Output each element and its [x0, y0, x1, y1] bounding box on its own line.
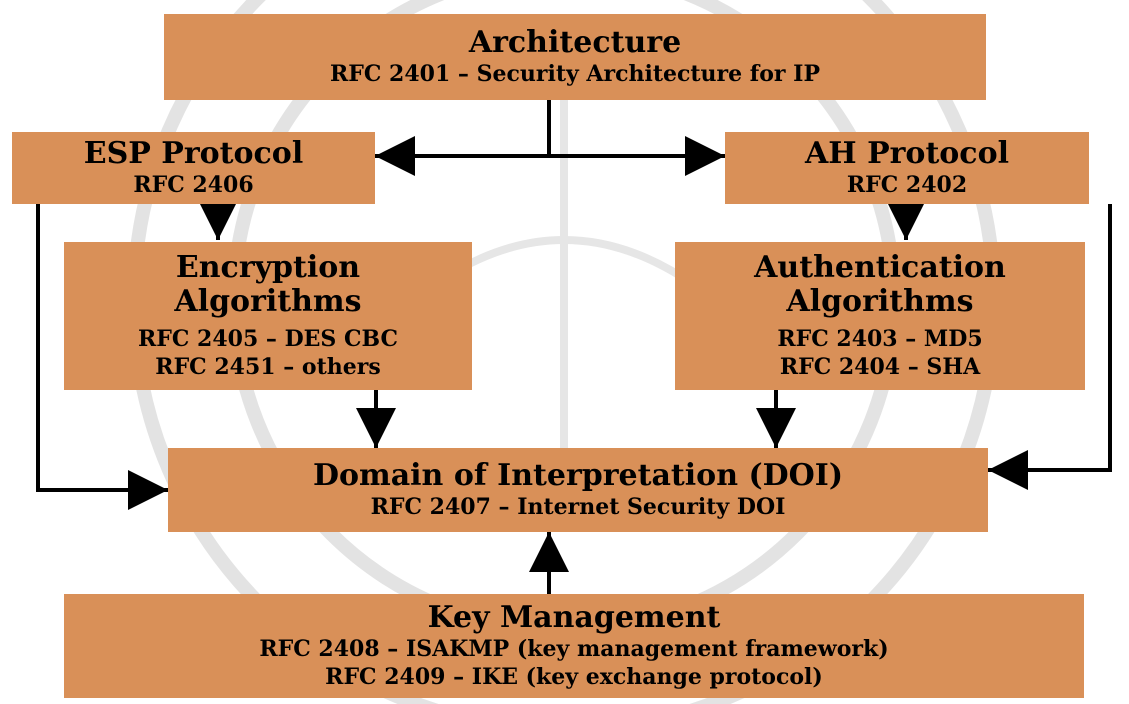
- doi-box: Domain of Interpretation (DOI) RFC 2407 …: [168, 448, 988, 532]
- architecture-title: Architecture: [468, 25, 682, 60]
- encryption-title-line1: Encryption: [175, 250, 361, 285]
- doi-title: Domain of Interpretation (DOI): [312, 458, 844, 493]
- architecture-rfc: RFC 2401 – Security Architecture for IP: [329, 61, 821, 87]
- encryption-rfc-2: RFC 2451 – others: [155, 354, 381, 380]
- encryption-algorithms-box: Encryption Algorithms RFC 2405 – DES CBC…: [64, 242, 472, 390]
- edge-ah-to-doi: [988, 204, 1112, 490]
- ah-protocol-rfc: RFC 2402: [846, 172, 968, 198]
- esp-protocol-box: ESP Protocol RFC 2406: [12, 132, 375, 204]
- edge-esp-to-doi: [36, 204, 168, 510]
- architecture-box: Architecture RFC 2401 – Security Archite…: [164, 14, 986, 100]
- encryption-title-line2: Algorithms: [174, 284, 362, 319]
- doi-rfc: RFC 2407 – Internet Security DOI: [370, 494, 786, 520]
- encryption-rfc-1: RFC 2405 – DES CBC: [137, 326, 399, 352]
- authentication-algorithms-box: Authentication Algorithms RFC 2403 – MD5…: [675, 242, 1085, 390]
- authentication-title-line2: Algorithms: [786, 284, 974, 319]
- key-management-box: Key Management RFC 2408 – ISAKMP (key ma…: [64, 594, 1084, 698]
- key-management-title: Key Management: [427, 600, 721, 635]
- key-management-rfc-1: RFC 2408 – ISAKMP (key management framew…: [259, 636, 889, 662]
- esp-protocol-rfc: RFC 2406: [133, 172, 254, 198]
- authentication-title-line1: Authentication: [754, 250, 1006, 285]
- esp-protocol-title: ESP Protocol: [83, 136, 304, 171]
- ah-protocol-title: AH Protocol: [805, 136, 1009, 171]
- key-management-rfc-2: RFC 2409 – IKE (key exchange protocol): [325, 664, 823, 690]
- authentication-rfc-1: RFC 2403 – MD5: [777, 326, 983, 352]
- ah-protocol-box: AH Protocol RFC 2402: [725, 132, 1089, 204]
- authentication-rfc-2: RFC 2404 – SHA: [779, 354, 981, 380]
